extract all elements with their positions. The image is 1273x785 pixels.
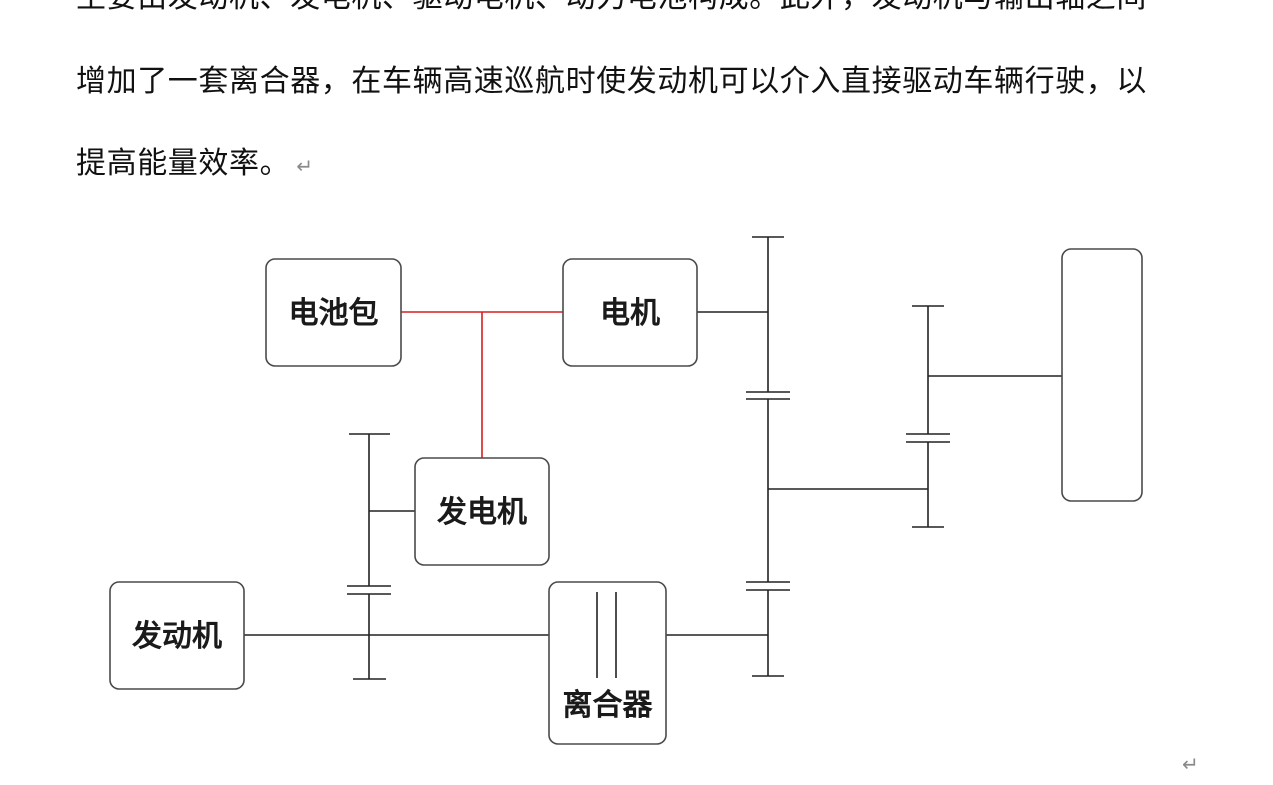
- clutch-label: 离合器: [563, 688, 654, 723]
- paragraph-line-3-text: 提高能量效率。: [76, 146, 291, 181]
- wheel-block: [1061, 248, 1143, 502]
- generator-box: [414, 457, 550, 566]
- clutch-box: [548, 581, 667, 745]
- paragraph-return-mark: ↵: [296, 154, 314, 178]
- engine-label: 发动机: [131, 619, 222, 654]
- mechanical-links: [244, 236, 1062, 680]
- engine-block: 发动机: [109, 581, 245, 690]
- battery-pack-block: 电池包: [265, 258, 402, 367]
- motor-label: 电机: [600, 296, 660, 331]
- paragraph-line-3: 提高能量效率。↵: [76, 144, 314, 186]
- clutch-block: 离合器: [548, 581, 667, 745]
- electrical-links: [401, 311, 563, 458]
- paragraph-line-1-text: 主要由发动机、发电机、驱动电机、动力电池构成。此外，发动机与输出轴之间: [76, 0, 1147, 15]
- paragraph-line-2-text: 增加了一套离合器，在车辆高速巡航时使发动机可以介入直接驱动车辆行驶，以: [76, 64, 1147, 99]
- wheel-box: [1061, 248, 1143, 502]
- generator-label: 发电机: [436, 495, 527, 530]
- motor-block: 电机: [562, 258, 698, 367]
- battery-pack-label: 电池包: [289, 296, 379, 331]
- battery-pack-box: [265, 258, 402, 367]
- generator-block: 发电机: [414, 457, 550, 566]
- paragraph-line-1: 主要由发动机、发电机、驱动电机、动力电池构成。此外，发动机与输出轴之间: [76, 0, 1147, 18]
- engine-box: [109, 581, 245, 690]
- end-return-mark: ↵: [1182, 752, 1199, 776]
- paragraph-line-2: 增加了一套离合器，在车辆高速巡航时使发动机可以介入直接驱动车辆行驶，以: [76, 62, 1147, 102]
- motor-box: [562, 258, 698, 367]
